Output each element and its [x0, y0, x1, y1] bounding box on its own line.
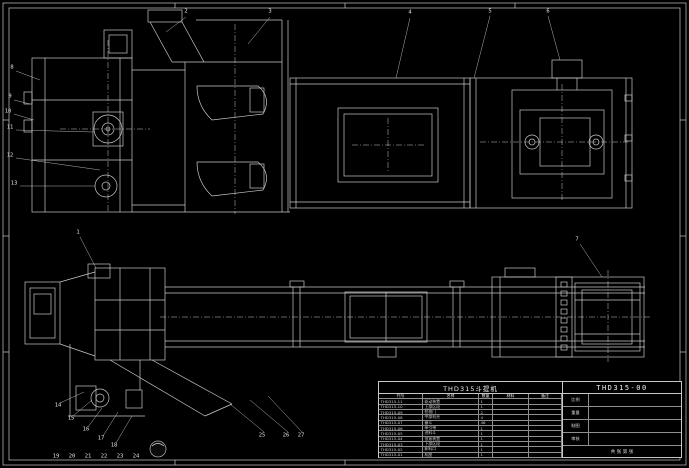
bom-cell: 下部区段 [423, 441, 479, 448]
bom-cell [529, 415, 562, 421]
title-block-row: 审核 [563, 433, 681, 445]
bom-cell [529, 441, 562, 448]
bom-cell [529, 399, 562, 405]
bom-cell: 2 [479, 409, 493, 416]
bom-cell: THD315-08 [379, 415, 423, 421]
bom-cell: 1 [479, 425, 493, 432]
bom-cell [529, 447, 562, 453]
bom-cell: 1 [479, 431, 493, 437]
bom-cell: 畚斗 [423, 420, 479, 426]
title-block-label: 审核 [563, 433, 589, 445]
title-block-label: 比例 [563, 394, 589, 406]
bom-cell [529, 431, 562, 437]
drawing-title: THD315斗提机 [379, 382, 563, 393]
bom-cell: THD315-10 [379, 404, 423, 410]
bom-cell: THD315-02 [379, 447, 423, 453]
bom-cell: 1 [479, 447, 493, 453]
bom-cell: THD315-04 [379, 436, 423, 442]
bom-cell [493, 452, 529, 458]
title-block-value [589, 407, 681, 419]
bom-cell: 中部机壳 [423, 415, 479, 421]
bom-cell: 牵引带 [423, 425, 479, 432]
bom-cell [493, 409, 529, 416]
title-block-fields: 比例重量制图审核 共 张 第 张 [563, 394, 681, 458]
bom-cell [493, 415, 529, 421]
bom-cell: THD315-07 [379, 420, 423, 426]
bom-cell: 1 [479, 441, 493, 448]
bom-cell: 卸料口 [423, 447, 479, 453]
bom-cell [529, 452, 562, 458]
bom-cell [493, 431, 529, 437]
bom-cell: 1 [479, 399, 493, 405]
bom-cell: 张紧装置 [423, 436, 479, 442]
bom-cell [529, 420, 562, 426]
title-block-row: 制图 [563, 420, 681, 433]
title-block-row: 重量 [563, 407, 681, 420]
title-block-value [589, 420, 681, 432]
leader-lines [13, 15, 603, 444]
bom-header-cell: 代号 [379, 394, 423, 400]
bom-header-row: 代号名称数量材料备注 [379, 394, 562, 400]
bom-cell [529, 436, 562, 442]
bom-cell [493, 447, 529, 453]
bom-header-cell: 名称 [423, 394, 479, 400]
bom-cell: 46 [479, 420, 493, 426]
bom-cell [493, 441, 529, 448]
bottom-view [24, 263, 650, 417]
bom-cell [529, 409, 562, 416]
bom-cell: THD315-06 [379, 425, 423, 432]
bom-cell: 1 [479, 404, 493, 410]
bom-cell: THD315-01 [379, 452, 423, 458]
bom-cell [493, 436, 529, 442]
ink-blot [149, 440, 167, 458]
bom-cell [529, 425, 562, 432]
title-block-label: 重量 [563, 407, 589, 419]
bom-header-cell: 备注 [529, 394, 562, 400]
bom-header-cell: 数量 [479, 394, 493, 400]
bom-cell [493, 399, 529, 405]
bom-cell: THD315-05 [379, 431, 423, 437]
bom-cell: 驱动装置 [423, 399, 479, 405]
title-header-row: THD315斗提机 THD315-00 [379, 382, 681, 394]
bom-cell: 1 [479, 436, 493, 442]
bom-cell: THD315-09 [379, 409, 423, 416]
title-block-value [589, 394, 681, 406]
title-block-label: 制图 [563, 420, 589, 432]
bom-cell: 检视门 [423, 409, 479, 416]
bom-cell: THD315-11 [379, 399, 423, 405]
bom-cell: 上部区段 [423, 404, 479, 410]
bom-cell: 1 [479, 452, 493, 458]
bom-header-cell: 材料 [493, 394, 529, 400]
bom-cell: 机座 [423, 452, 479, 458]
bom-cell [493, 420, 529, 426]
drawing-number: THD315-00 [596, 383, 648, 392]
bom-cell [493, 404, 529, 410]
title-block-row: 比例 [563, 394, 681, 407]
bom-cell [493, 425, 529, 432]
bom-cell: THD315-03 [379, 441, 423, 448]
top-view [23, 9, 633, 214]
title-block-value [589, 433, 681, 445]
bom-cell [529, 404, 562, 410]
bom-cell: 进料斗 [423, 431, 479, 437]
bom-cell: 4 [479, 415, 493, 421]
sheet-note: 共 张 第 张 [563, 445, 681, 458]
